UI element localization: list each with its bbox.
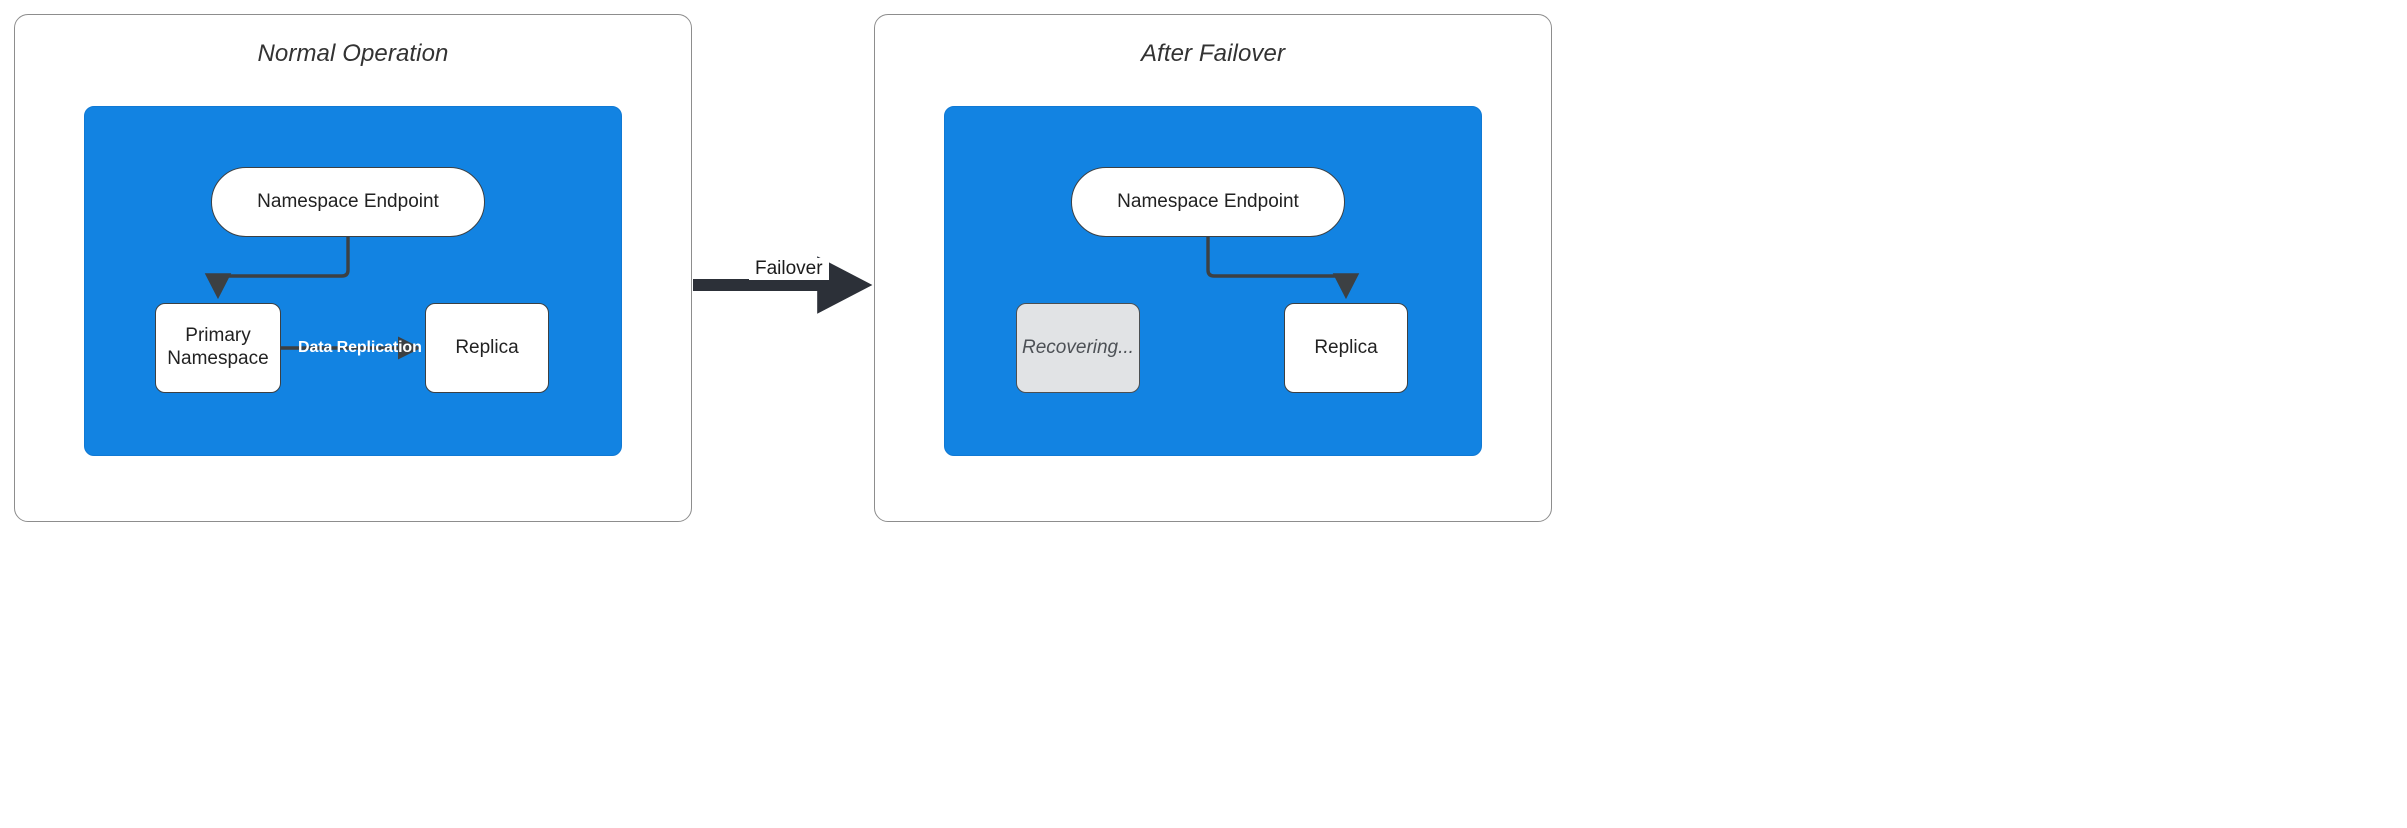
node-recovering[interactable]: Recovering... [1016,303,1140,393]
edge-label-data-replication: Data Replication [298,339,422,356]
node-label: Primary Namespace [167,325,268,371]
node-primary-namespace[interactable]: Primary Namespace [155,303,281,393]
node-namespace-endpoint-right[interactable]: Namespace Endpoint [1071,167,1345,237]
blue-region-normal-operation [84,106,622,456]
panel-title-normal-operation: Normal Operation [257,40,449,67]
node-label: Namespace Endpoint [1117,190,1299,212]
node-label: Replica [1314,336,1378,358]
node-replica-left[interactable]: Replica [425,303,549,393]
node-label: Namespace Endpoint [257,190,439,212]
node-namespace-endpoint-left[interactable]: Namespace Endpoint [211,167,485,237]
node-label-line1: Primary [185,325,251,347]
node-replica-right[interactable]: Replica [1284,303,1408,393]
edge-label-failover: Failover [749,258,829,280]
node-label: Replica [455,336,519,358]
blue-region-after-failover [944,106,1482,456]
panel-title-after-failover: After Failover [1140,40,1286,67]
node-label: Recovering... [1022,336,1134,358]
node-label-line2: Namespace [167,348,269,369]
